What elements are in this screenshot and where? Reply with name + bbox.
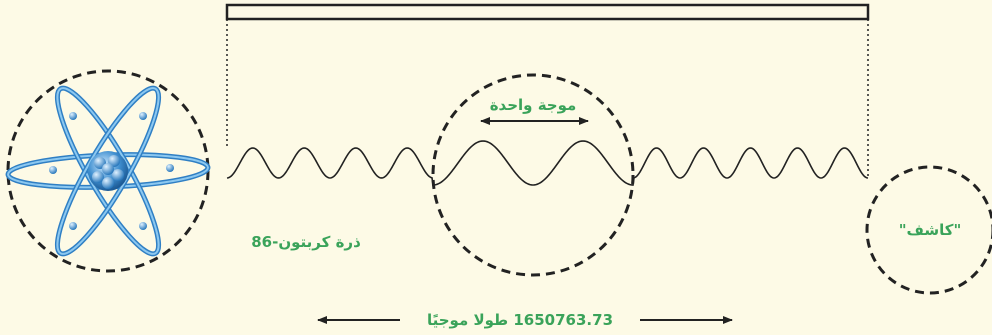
- detector-label: "كاشف": [899, 221, 962, 239]
- atom-icon: [5, 85, 211, 257]
- wavelength-count-label: 1650763.73 طولا موجيًا: [427, 311, 613, 329]
- detector-circle: [865, 165, 992, 295]
- one-wave-label: موجة واحدة: [490, 96, 577, 114]
- krypton-atom-label: ذرة كربتون-86: [251, 233, 361, 251]
- length-bar: [225, 3, 870, 21]
- one-wave-circle: [431, 73, 635, 277]
- light-wave: [226, 140, 869, 186]
